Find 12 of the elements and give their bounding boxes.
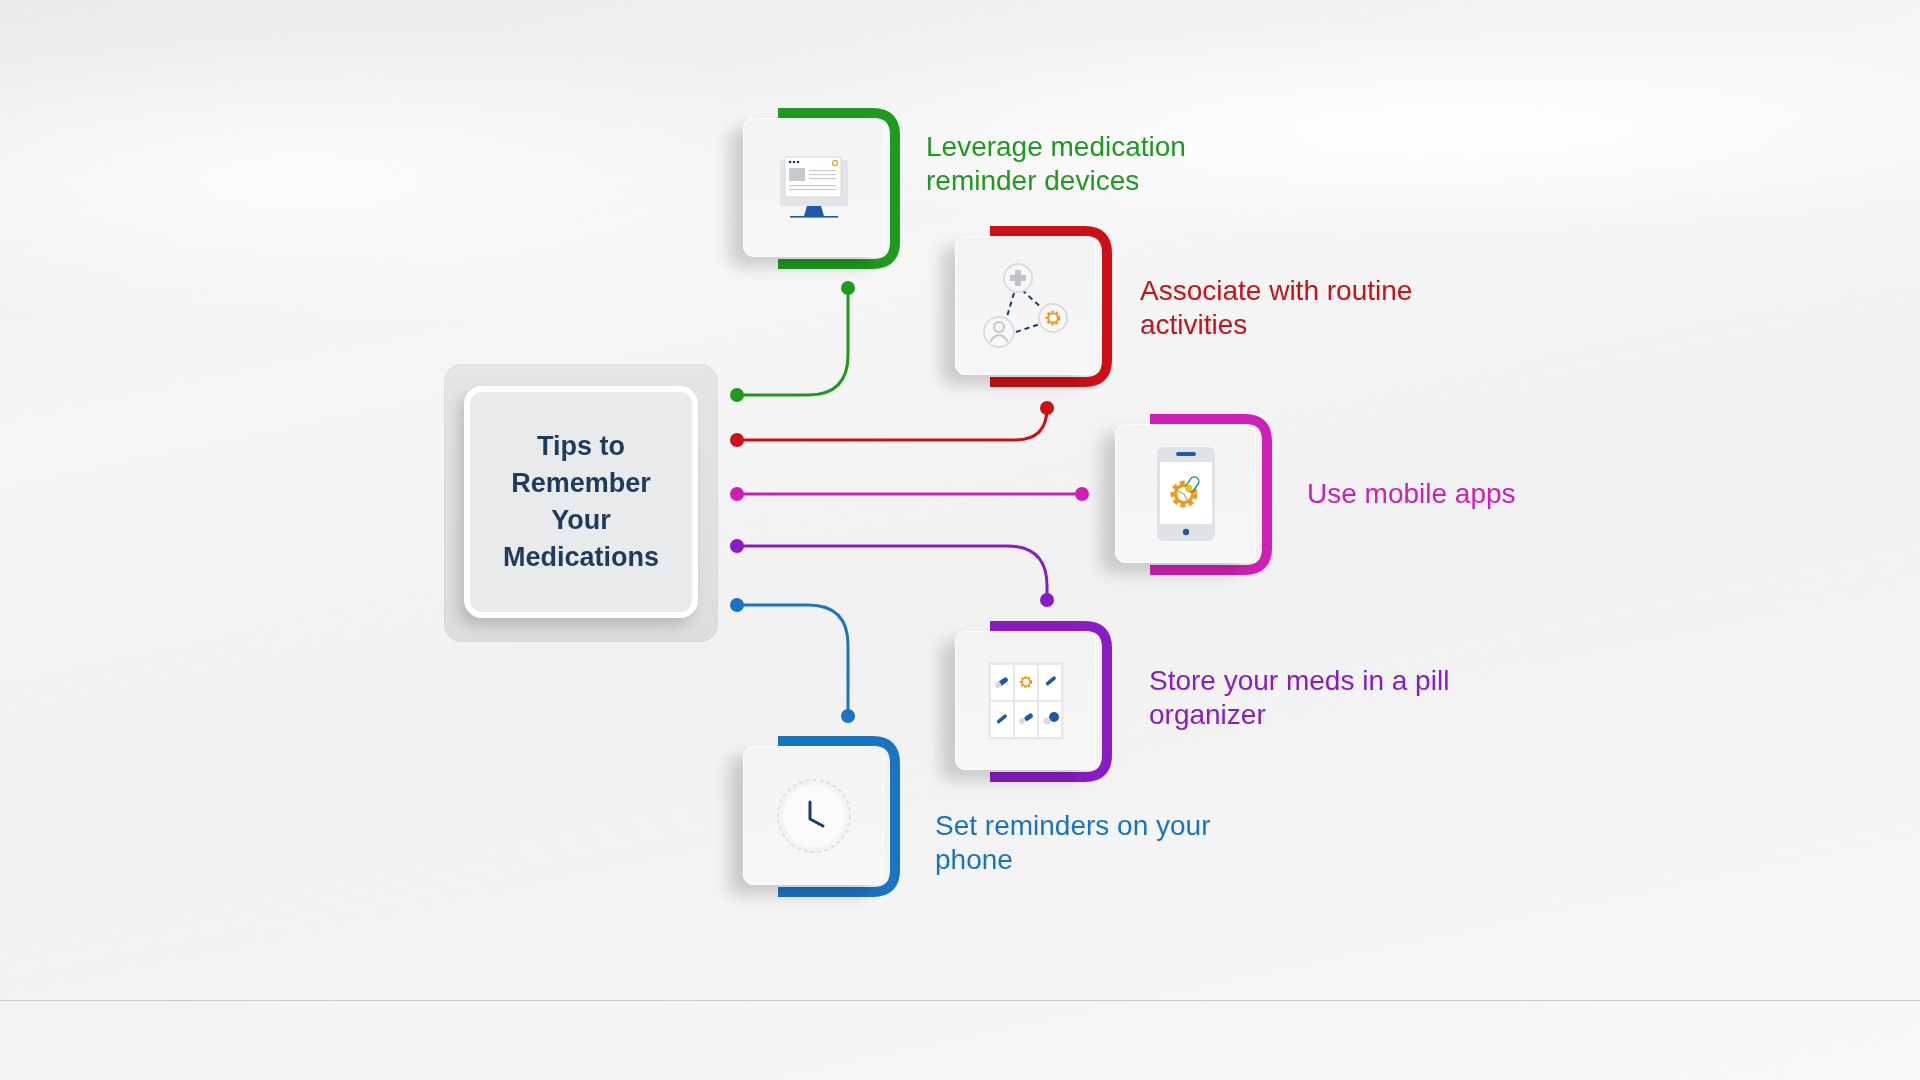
hub-title: Tips to Remember Your Medications [502, 430, 660, 574]
connector-line [730, 401, 1054, 447]
hub-panel [444, 364, 718, 642]
tip-label: Leverage medication reminder devices [926, 130, 1187, 198]
tip-label: Store your meds in a pill organizer [1149, 664, 1451, 732]
tip-label: Use mobile apps [1307, 477, 1516, 511]
tip-label: Associate with routine activities [1140, 274, 1414, 342]
connector-line [730, 598, 855, 723]
connector-line [730, 539, 1054, 607]
connector-line [730, 487, 1089, 501]
tip-label: Set reminders on your phone [935, 809, 1212, 877]
connector-line [730, 281, 855, 402]
